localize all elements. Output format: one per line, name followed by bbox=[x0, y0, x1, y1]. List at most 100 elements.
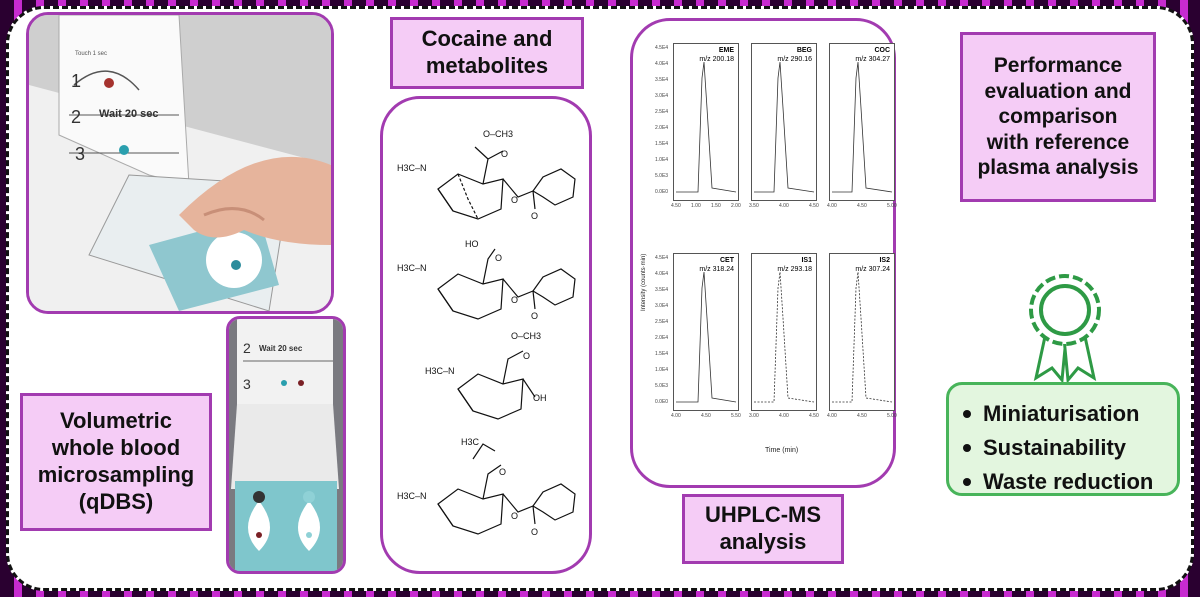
chromatogram-peak bbox=[754, 61, 815, 193]
chromatogram-x-tick: 4.00 bbox=[827, 413, 837, 419]
chromatogram-y-tick: 5.0E3 bbox=[655, 383, 669, 389]
chromatogram-title: EME bbox=[718, 47, 734, 54]
chromatogram-y-tick: 1.5E4 bbox=[655, 141, 669, 147]
molecule-cocaine bbox=[437, 146, 576, 220]
benefit-item: Miniaturisation bbox=[963, 397, 1163, 431]
card2-step-2-text: Wait 20 sec bbox=[259, 344, 303, 353]
chromatogram-mz: m/z 293.18 bbox=[777, 266, 812, 273]
chromatogram-y-tick: 4.5E4 bbox=[655, 45, 669, 51]
molecules-panel: H3C–N O–CH3 O O O H3C–N HO O O O H3C–N O… bbox=[380, 96, 592, 574]
molecule-benzoylecgonine bbox=[437, 248, 576, 320]
chromatogram-y-tick: 0.0E0 bbox=[655, 189, 669, 195]
performance-label: Performance evaluation and comparison wi… bbox=[977, 53, 1139, 180]
chromatogram-eme: EME m/z 200.18 bbox=[673, 43, 739, 201]
chromatogram-x-tick: 1.00 bbox=[691, 203, 701, 209]
m3-n-label: H3C–N bbox=[425, 366, 455, 376]
chromatogram-title: IS1 bbox=[801, 257, 812, 264]
cocaine-label: Cocaine and metabolites bbox=[421, 26, 553, 78]
chromatogram-y-tick: 3.0E4 bbox=[655, 93, 669, 99]
m1-o2: O bbox=[511, 195, 518, 205]
chromatogram-peak bbox=[676, 61, 737, 193]
m4-o3: O bbox=[531, 527, 538, 537]
bullet-dot-icon bbox=[963, 478, 971, 486]
m1-top-label: O–CH3 bbox=[483, 129, 513, 139]
card-step-1: 1 bbox=[71, 71, 81, 91]
chromatogram-beg: BEG m/z 290.16 bbox=[751, 43, 817, 201]
chromatogram-x-tick: 5.00 bbox=[887, 413, 897, 419]
m4-n-label: H3C–N bbox=[397, 491, 427, 501]
chromatogram-y-tick: 4.0E4 bbox=[655, 61, 669, 67]
molecule-cocaethylene bbox=[437, 443, 576, 535]
m3-top-label: O–CH3 bbox=[511, 331, 541, 341]
chromatogram-y-tick: 4.5E4 bbox=[655, 255, 669, 261]
m1-n-label: H3C–N bbox=[397, 163, 427, 173]
chromatogram-x-tick: 4.50 bbox=[701, 413, 711, 419]
award-rosette-icon bbox=[1024, 270, 1106, 384]
chromatogram-mz: m/z 290.16 bbox=[777, 56, 812, 63]
chromatogram-is1: IS1 m/z 293.18 bbox=[751, 253, 817, 411]
sampling-photo-thumb: 1 Touch 1 sec 2 Wait 20 sec 3 bbox=[26, 12, 334, 314]
chromatogram-title: COC bbox=[874, 47, 890, 54]
m1-o1: O bbox=[501, 149, 508, 159]
m2-o2: O bbox=[511, 295, 518, 305]
chromatogram-x-tick: 4.50 bbox=[857, 203, 867, 209]
uhplc-label: UHPLC-MS analysis bbox=[704, 502, 822, 554]
chromatogram-title: BEG bbox=[796, 47, 812, 54]
chromatogram-x-tick: 4.50 bbox=[809, 413, 819, 419]
m2-o3: O bbox=[531, 311, 538, 321]
chromatogram-mz: m/z 200.18 bbox=[699, 56, 734, 63]
m2-top-label: HO bbox=[465, 239, 479, 249]
benefits-box: Miniaturisation Sustainability Waste red… bbox=[946, 382, 1180, 496]
chromatogram-peak bbox=[832, 271, 893, 403]
card2-step-3: 3 bbox=[243, 376, 251, 392]
sampling-photo-card: 2 Wait 20 sec 3 bbox=[226, 316, 346, 574]
cocaine-label-box: Cocaine and metabolites bbox=[390, 17, 584, 89]
chromatogram-x-tick: 4.00 bbox=[671, 413, 681, 419]
card-step-3: 3 bbox=[75, 144, 85, 164]
sampling-label: Volumetric whole blood microsampling (qD… bbox=[37, 408, 195, 514]
chromatogram-y-tick: 0.0E0 bbox=[655, 399, 669, 405]
m4-o1: O bbox=[499, 467, 506, 477]
chromatogram-y-tick: 1.0E4 bbox=[655, 367, 669, 373]
chromatogram-x-tick: 4.00 bbox=[827, 203, 837, 209]
chromatogram-x-tick: 5.50 bbox=[731, 413, 741, 419]
chromatogram-y-tick: 2.5E4 bbox=[655, 109, 669, 115]
chromatogram-y-tick: 3.5E4 bbox=[655, 77, 669, 83]
benefit-item: Waste reduction bbox=[963, 465, 1163, 499]
m4-o2: O bbox=[511, 511, 518, 521]
benefits-list: Miniaturisation Sustainability Waste red… bbox=[963, 397, 1163, 499]
card2-step-2: 2 bbox=[243, 340, 251, 356]
card-step-2: 2 bbox=[71, 107, 81, 127]
molecule-ecgonine-methyl-ester bbox=[457, 350, 536, 420]
chromatogram-y-tick: 5.0E3 bbox=[655, 173, 669, 179]
chromatogram-mz: m/z 304.27 bbox=[855, 56, 890, 63]
chromatogram-y-tick: 2.5E4 bbox=[655, 319, 669, 325]
chromatogram-x-tick: 4.50 bbox=[671, 203, 681, 209]
chromatogram-mz: m/z 307.24 bbox=[855, 266, 890, 273]
chromatogram-y-tick: 3.0E4 bbox=[655, 303, 669, 309]
chromatogram-y-tick: 4.0E4 bbox=[655, 271, 669, 277]
m3-o1: O bbox=[523, 351, 530, 361]
chromatogram-x-tick: 3.50 bbox=[749, 203, 759, 209]
chromatogram-x-tick: 1.50 bbox=[711, 203, 721, 209]
chromatogram-y-tick: 1.5E4 bbox=[655, 351, 669, 357]
chromatogram-peak bbox=[832, 61, 893, 193]
performance-label-box: Performance evaluation and comparison wi… bbox=[960, 32, 1156, 202]
bullet-dot-icon bbox=[963, 444, 971, 452]
chromatogram-x-tick: 4.00 bbox=[779, 413, 789, 419]
bullet-dot-icon bbox=[963, 410, 971, 418]
chromatogram-mz: m/z 318.24 bbox=[699, 266, 734, 273]
chromatogram-x-tick: 4.50 bbox=[809, 203, 819, 209]
benefit-label: Waste reduction bbox=[983, 469, 1154, 494]
chromatogram-y-tick: 1.0E4 bbox=[655, 157, 669, 163]
benefit-item: Sustainability bbox=[963, 431, 1163, 465]
chrom-y-axis-label: Intensity (counts·min) bbox=[641, 253, 647, 311]
m1-o3: O bbox=[531, 211, 538, 221]
card-step-1-text: Touch 1 sec bbox=[75, 51, 107, 57]
chromatogram-peak bbox=[676, 271, 737, 403]
m2-n-label: H3C–N bbox=[397, 263, 427, 273]
chromatogram-y-tick: 2.0E4 bbox=[655, 125, 669, 131]
